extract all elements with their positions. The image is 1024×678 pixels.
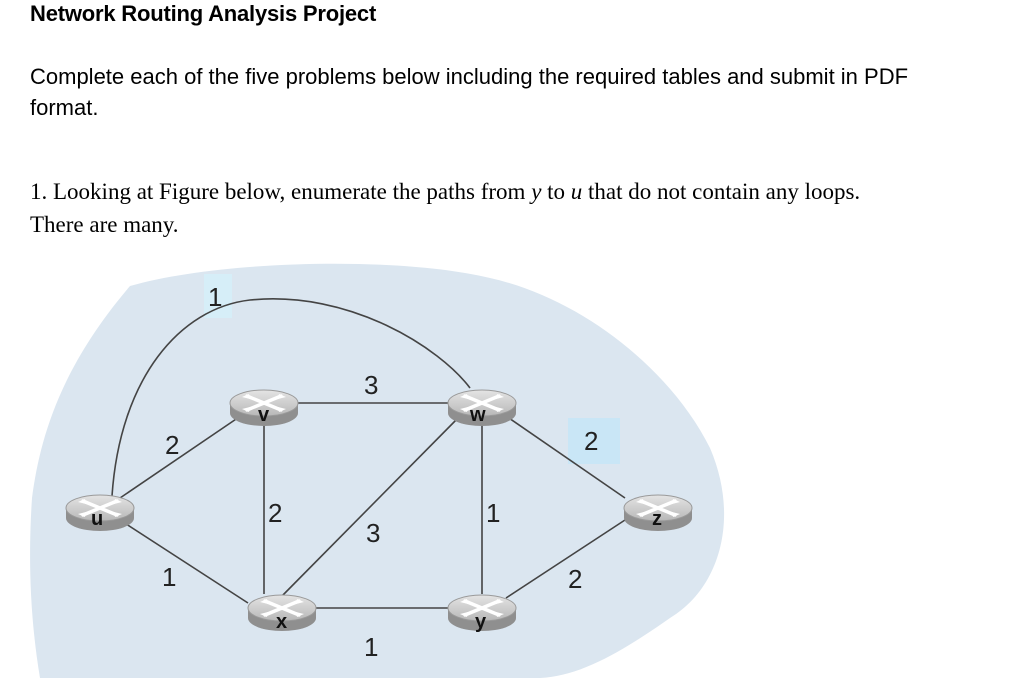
cost-label-x-w: 3 (366, 518, 380, 548)
router-node-z: z (622, 493, 694, 533)
router-node-x: x (246, 593, 318, 633)
network-graph-figure: 1 2 1 3 2 3 1 1 2 2 u v w x y (30, 263, 725, 678)
node-label-z: z (652, 508, 662, 530)
cost-highlight-u-w (204, 274, 232, 318)
cost-label-x-y: 1 (364, 632, 378, 662)
node-label-w: w (469, 404, 486, 426)
cost-label-u-w: 1 (208, 282, 222, 312)
edge-x-w (281, 415, 461, 597)
cost-label-u-v: 2 (165, 430, 179, 460)
figure-background (30, 263, 725, 678)
edge-u-v (119, 412, 246, 499)
document-title: Network Routing Analysis Project (30, 1, 377, 26)
router-node-u: u (64, 493, 136, 533)
problem-var-from: y (531, 179, 542, 204)
cost-label-w-y: 1 (486, 498, 500, 528)
cost-label-v-w: 3 (364, 370, 378, 400)
edge-u-x (119, 519, 249, 604)
cost-label-y-z: 2 (568, 564, 582, 594)
problem-1: 1. Looking at Figure below, enumerate th… (30, 175, 910, 241)
router-node-v: v (228, 388, 300, 428)
problem-text-part2: to (547, 179, 566, 204)
node-label-x: x (276, 611, 287, 633)
problem-var-to: u (570, 179, 583, 204)
edge-y-z (505, 519, 626, 599)
edge-u-w (111, 298, 471, 497)
router-node-w: w (446, 388, 518, 428)
problem-text-part3: that do not contain any loops. There are… (30, 179, 861, 237)
node-label-u: u (91, 508, 103, 530)
node-label-y: y (475, 611, 487, 633)
cost-label-w-z: 2 (584, 426, 598, 456)
instructions-text: Complete each of the five problems below… (30, 64, 909, 120)
node-label-v: v (258, 404, 270, 426)
edge-w-z (505, 415, 626, 499)
cost-highlight-w-z (568, 418, 620, 464)
problem-text-part1: Looking at Figure below, enumerate the p… (53, 179, 526, 204)
cost-label-u-x: 1 (162, 562, 176, 592)
problem-number: 1. (30, 179, 48, 204)
cost-label-v-x: 2 (268, 498, 282, 528)
router-node-y: y (446, 593, 518, 633)
